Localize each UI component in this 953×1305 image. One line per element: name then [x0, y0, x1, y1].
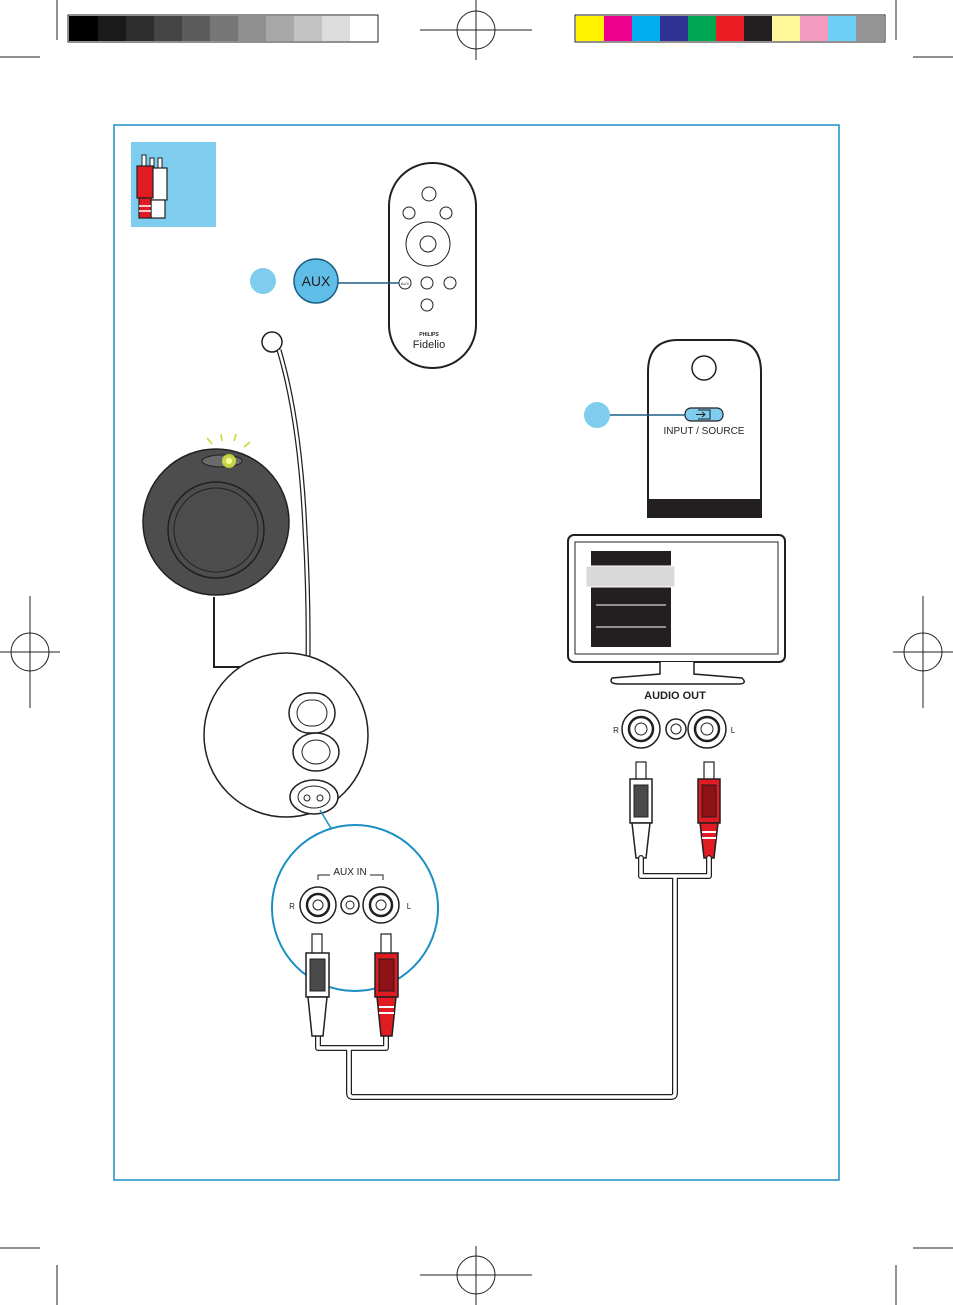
remote-aux-small-label: AUX [401, 281, 410, 286]
tv-menu-selected [586, 566, 675, 587]
svg-text:L: L [407, 902, 412, 911]
grayscale-bar [68, 15, 378, 42]
aux-callout: AUX [250, 259, 399, 303]
speaker-rear [204, 653, 368, 817]
aux-in-magnifier: AUX IN R L [272, 810, 438, 991]
svg-text:AUX: AUX [302, 273, 331, 289]
svg-text:R: R [289, 902, 295, 911]
aux-in-label: AUX IN [333, 867, 366, 878]
input-source-label: INPUT / SOURCE [664, 426, 745, 437]
tv-menu [591, 551, 671, 647]
svg-text:L: L [731, 726, 736, 735]
fidelio-remote: AUX PHILIPS Fidelio [389, 163, 476, 368]
remote-brand: PHILIPS [419, 332, 439, 338]
speaker-front [143, 434, 289, 667]
rca-plug-icon [131, 142, 216, 227]
color-bar [575, 15, 885, 42]
step-marker-1 [250, 268, 276, 294]
audio-out-label: AUDIO OUT [644, 690, 706, 702]
step-marker-2 [584, 402, 610, 428]
svg-text:R: R [613, 726, 619, 735]
tv-rca-plugs [630, 762, 720, 858]
tv-audio-out: AUDIO OUT R L [613, 690, 736, 748]
television [568, 535, 785, 684]
remote-model: Fidelio [413, 339, 445, 351]
tv-remote: INPUT / SOURCE [584, 340, 762, 518]
